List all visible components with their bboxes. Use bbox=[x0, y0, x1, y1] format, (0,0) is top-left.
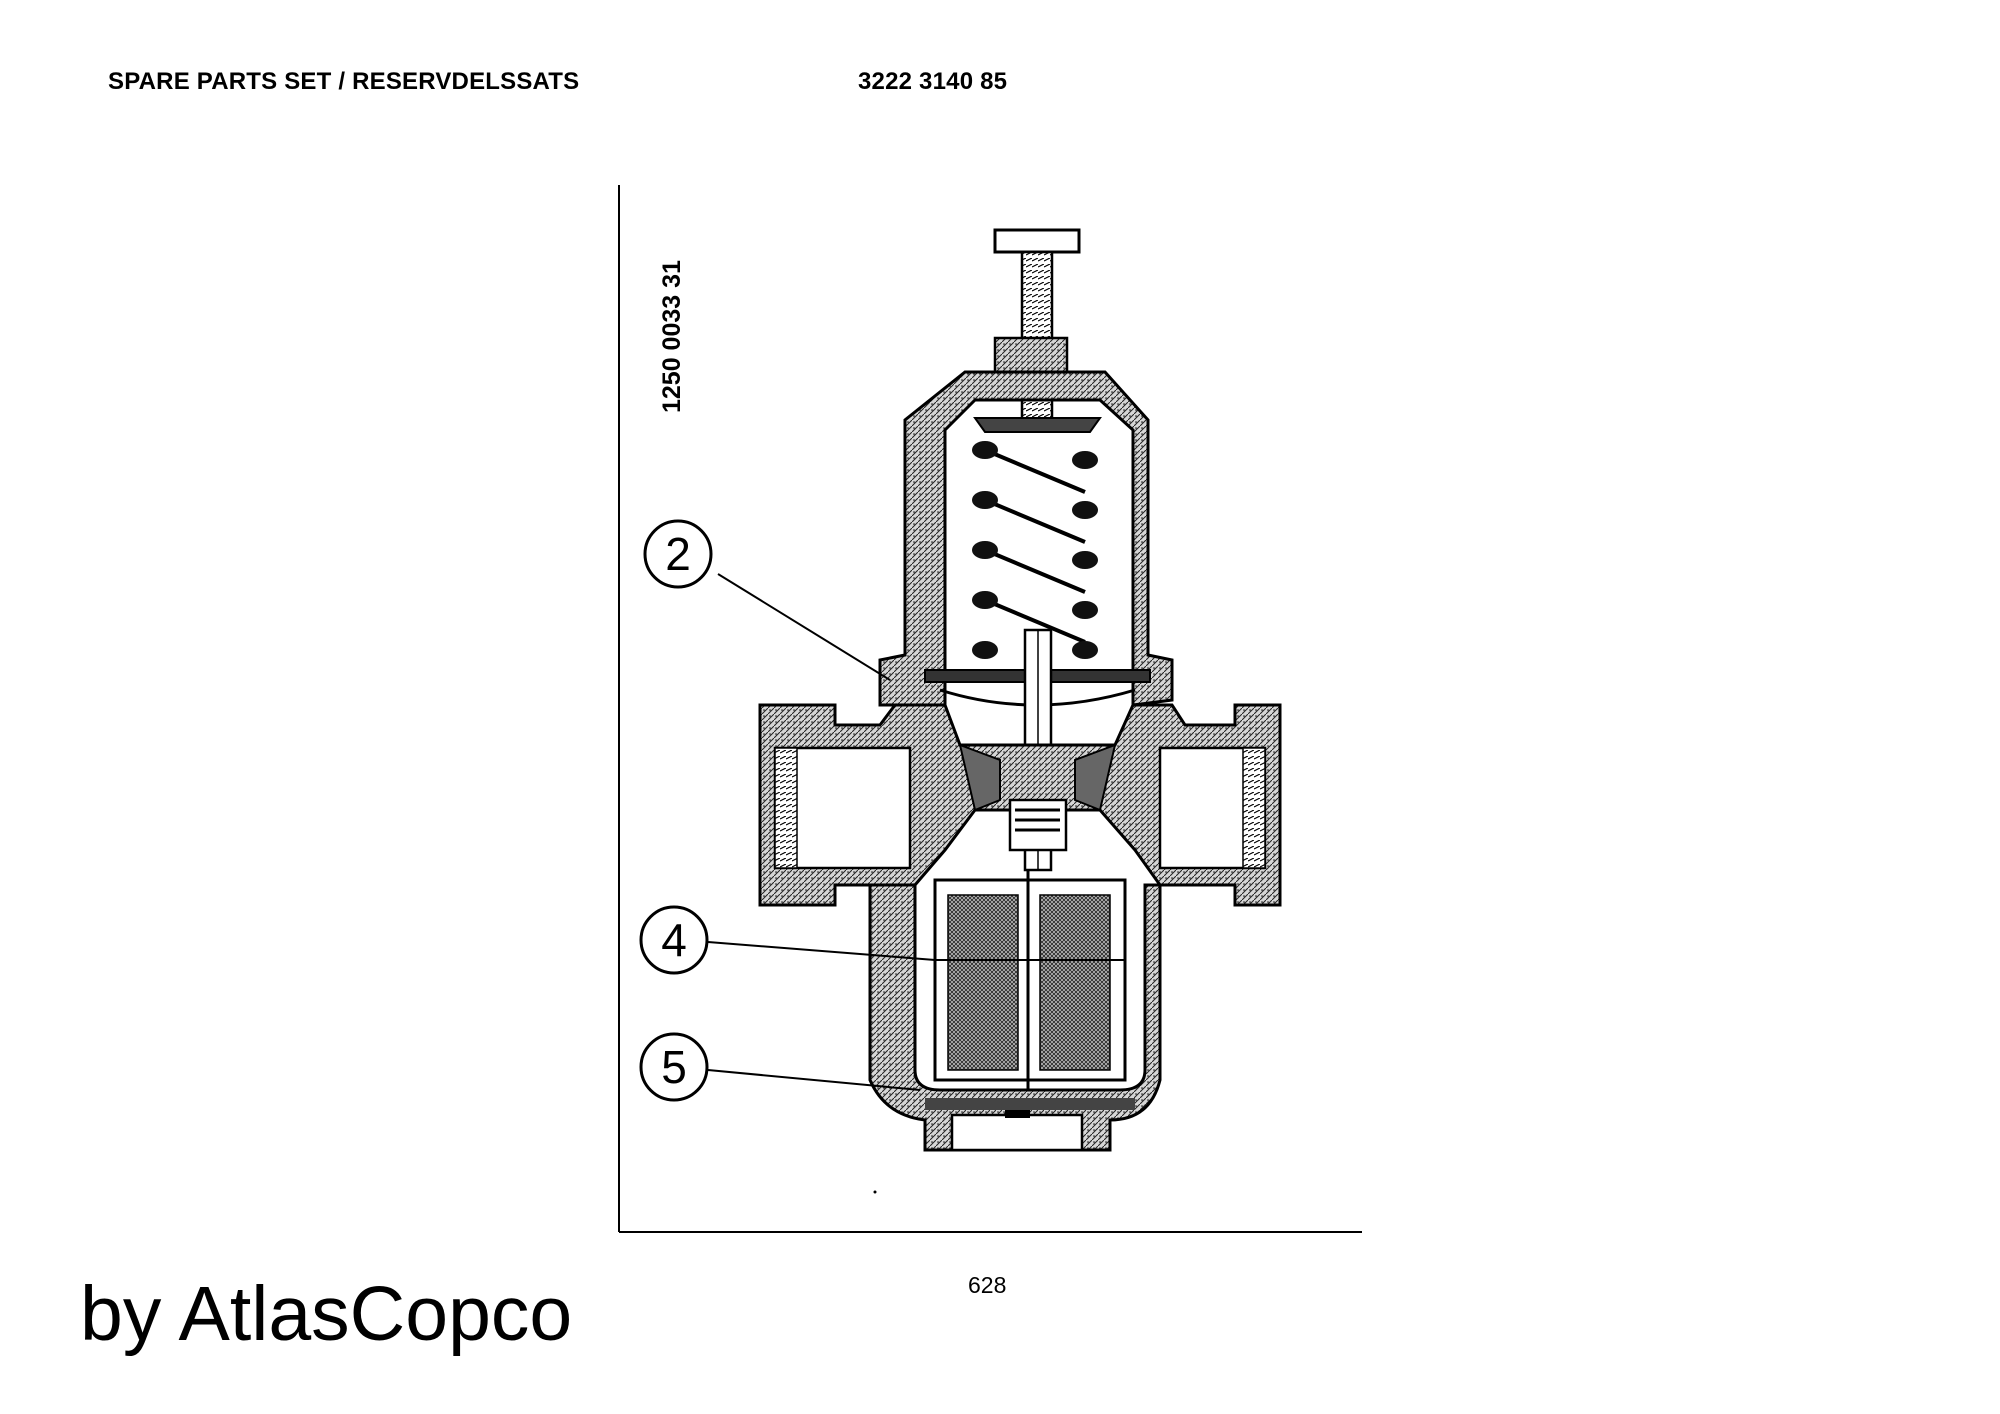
callout-5: 5 bbox=[639, 1032, 709, 1102]
callout-4: 4 bbox=[639, 905, 709, 975]
callout-2-label: 2 bbox=[665, 528, 691, 580]
callout-2-leader bbox=[717, 573, 891, 681]
drawing-number: 1250 0033 31 bbox=[658, 260, 686, 413]
spare-parts-set-number: 3222 3140 85 bbox=[858, 68, 1008, 95]
drain-plug bbox=[950, 1113, 1084, 1152]
footer-brand: by AtlasCopco bbox=[80, 1271, 573, 1357]
valve-cross-section-drawing: 1250 0033 31 bbox=[618, 185, 1362, 1233]
filter-element bbox=[933, 870, 1127, 1090]
spring bbox=[972, 417, 1102, 659]
callout-2: 2 bbox=[643, 519, 713, 589]
filter-bowl bbox=[868, 883, 1162, 1152]
callout-5-leader bbox=[707, 1069, 921, 1091]
callout-4-label: 4 bbox=[661, 914, 687, 966]
page-header-title: SPARE PARTS SET / RESERVDELSSATS bbox=[108, 68, 580, 95]
callout-4-leader bbox=[707, 941, 936, 961]
callout-5-label: 5 bbox=[661, 1041, 687, 1093]
page-number: 628 bbox=[968, 1272, 1007, 1298]
